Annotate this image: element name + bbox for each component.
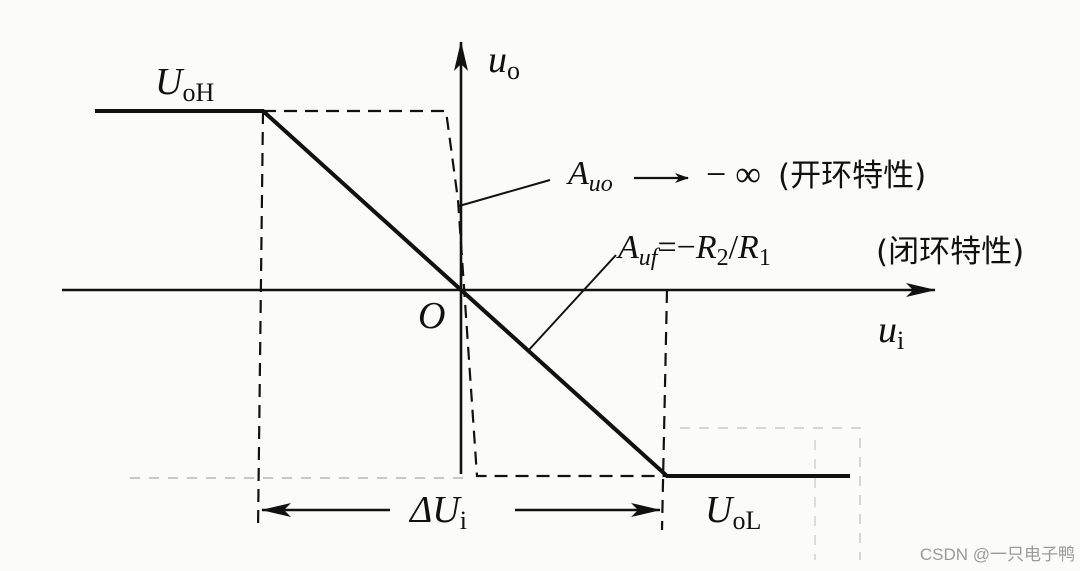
origin-label: O (418, 295, 445, 337)
left-projection-line (256, 110, 265, 531)
closed-loop-note: (闭环特性) (876, 234, 1024, 270)
open-loop-note: (开环特性) (778, 158, 926, 194)
open-loop-leader (458, 179, 551, 207)
open-loop-curve (263, 109, 667, 478)
high-level-label: UoH (155, 61, 214, 107)
low-level-label: UoL (705, 489, 761, 535)
scan-artifact-box (680, 427, 861, 560)
closed-loop-gain-label: Auf=−R2/R1 (616, 229, 771, 271)
closed-loop-leader (526, 254, 617, 353)
x-axis-label: ui (878, 309, 904, 355)
open-loop-gain-label: Auo (566, 155, 613, 197)
watermark: CSDN @一只电子鸭 (920, 545, 1075, 564)
open-loop-limit: − ∞ (706, 154, 761, 194)
right-projection-line (660, 289, 669, 531)
delta-ui-label: ΔUi (408, 489, 467, 535)
y-axis-label: uo (488, 39, 520, 85)
